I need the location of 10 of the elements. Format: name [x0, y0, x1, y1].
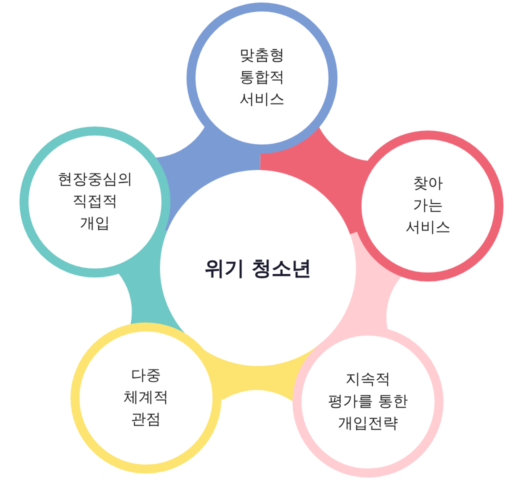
circle-label: 지속적 평가를 통한 개입전략 — [327, 369, 409, 434]
center-title: 위기 청소년 — [204, 254, 312, 282]
ring-circle — [19, 126, 171, 278]
circle-label: 현장중심의 직접적 개입 — [56, 169, 134, 234]
circle-label: 찾아 가는 서비스 — [404, 173, 452, 238]
circle-label: 맞춤형 통합적 서비스 — [238, 45, 286, 110]
ring-circle — [186, 2, 338, 154]
circle-label: 다중 체계적 관점 — [122, 365, 170, 430]
ring-circle — [292, 326, 444, 478]
ring-circle — [70, 322, 222, 474]
